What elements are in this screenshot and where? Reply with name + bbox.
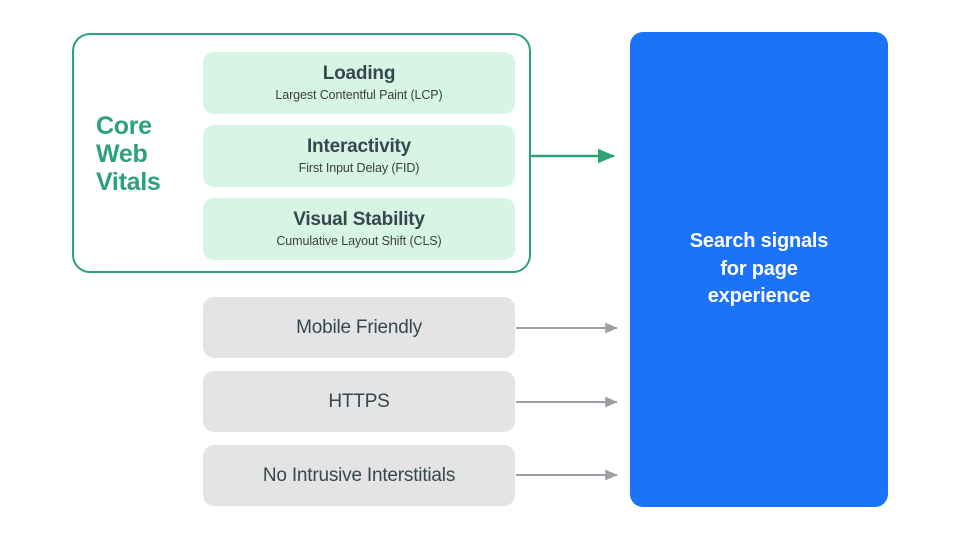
signal-card-title: HTTPS	[328, 390, 390, 412]
core-web-vitals-label-line-3: Vitals	[96, 168, 161, 196]
search-signals-result-box: Search signals for page experience	[630, 32, 888, 507]
signal-card-title: No Intrusive Interstitials	[262, 464, 456, 486]
core-web-vitals-group-label: Core Web Vitals	[96, 112, 188, 196]
result-line-1: Search signals	[689, 230, 829, 253]
vital-card-title: Visual Stability	[293, 209, 425, 231]
core-web-vitals-group	[72, 33, 531, 273]
signal-card-https: HTTPS	[203, 371, 515, 432]
core-web-vitals-label-line-1: Core	[96, 112, 152, 140]
vital-card-interactivity: Interactivity First Input Delay (FID)	[203, 125, 515, 187]
vital-card-title: Loading	[322, 63, 396, 85]
vital-card-subtitle: Cumulative Layout Shift (CLS)	[276, 233, 442, 248]
result-line-3: experience	[707, 285, 811, 308]
signal-card-no-intrusive-interstitials: No Intrusive Interstitials	[203, 445, 515, 506]
vital-card-loading: Loading Largest Contentful Paint (LCP)	[203, 52, 515, 114]
core-web-vitals-label-line-2: Web	[96, 140, 148, 168]
vital-card-subtitle: First Input Delay (FID)	[298, 160, 420, 175]
signal-card-mobile-friendly: Mobile Friendly	[203, 297, 515, 358]
signal-card-title: Mobile Friendly	[296, 316, 422, 338]
search-signals-result-text: Search signals for page experience	[672, 228, 846, 311]
vital-card-title: Interactivity	[306, 136, 412, 158]
vital-card-subtitle: Largest Contentful Paint (LCP)	[275, 87, 443, 102]
vital-card-visual-stability: Visual Stability Cumulative Layout Shift…	[203, 198, 515, 260]
result-line-2: for page	[720, 257, 798, 280]
